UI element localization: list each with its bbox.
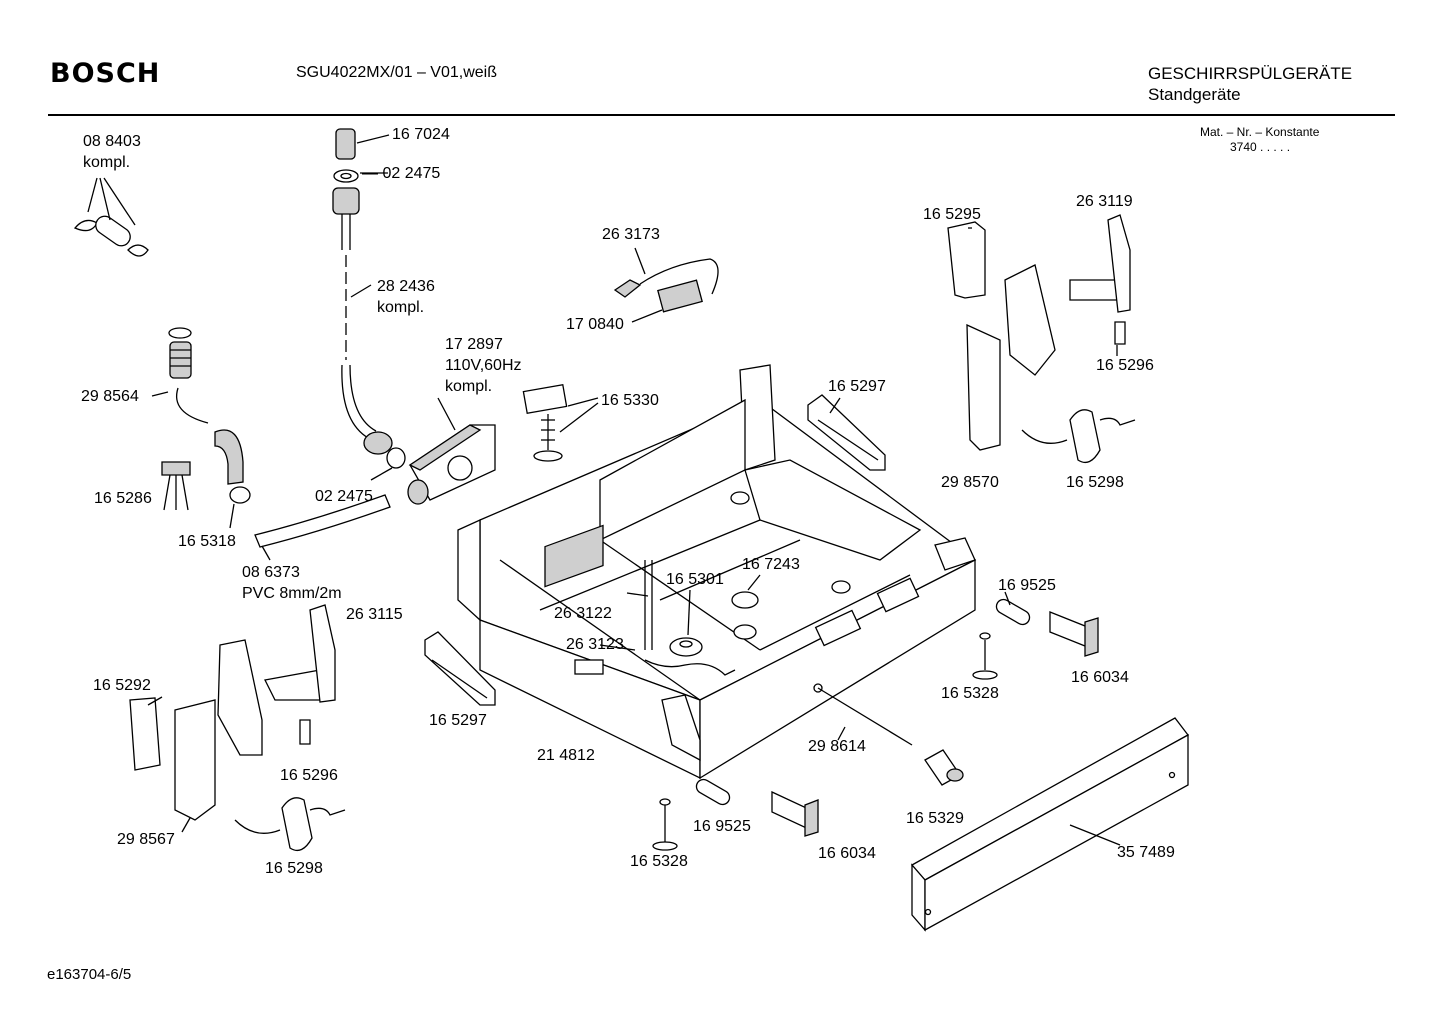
label-298570: 29 8570: [941, 474, 999, 491]
left-bracket-drawing: [129, 604, 346, 852]
label-172897-spec: 110V,60Hz: [445, 357, 522, 374]
label-298567: 29 8567: [117, 831, 175, 848]
inlet-valve-drawing: [407, 397, 496, 505]
label-214812: 21 4812: [537, 747, 595, 764]
header-divider: [48, 114, 1395, 116]
label-165328-bot: 16 5328: [630, 853, 688, 870]
label-088403-note: kompl.: [83, 154, 130, 171]
slide-rail-bottom-drawing: [771, 790, 819, 837]
label-263119: 26 3119: [1076, 193, 1133, 210]
bosch-logo: BOSCH: [50, 58, 161, 89]
label-165292: 16 5292: [93, 677, 151, 694]
label-263122: 26 3122: [554, 605, 612, 622]
label-165318: 16 5318: [178, 533, 236, 550]
label-167243: 16 7243: [742, 556, 800, 573]
leader-263123: [599, 644, 636, 651]
foot-screw-right-drawing: [972, 591, 1031, 680]
label-165286: 16 5286: [94, 490, 152, 507]
label-282436: 28 2436: [377, 278, 435, 295]
label-165329: 16 5329: [906, 810, 964, 827]
label-169525-bot: 16 9525: [693, 818, 751, 835]
label-165297-bot: 16 5297: [429, 712, 487, 729]
kickplate-drawing: [910, 717, 1189, 932]
right-bracket-drawing: [947, 214, 1136, 464]
label-282436-note: kompl.: [377, 299, 424, 316]
label-170840: 17 0840: [566, 316, 624, 333]
material-constant-value: 3740 . . . . .: [1230, 140, 1291, 154]
label-263123: 26 3123: [566, 636, 624, 653]
label-169525-right: 16 9525: [998, 577, 1056, 594]
label-165298-top: 16 5298: [1066, 474, 1124, 491]
rod-foot-drawing: [817, 687, 964, 786]
label-263115: 26 3115: [346, 606, 403, 623]
inlet-hose-drawing: [332, 128, 406, 481]
label-166034-bot: 16 6034: [818, 845, 876, 862]
label-165296-top: 16 5296: [1096, 357, 1154, 374]
label-165301: 16 5301: [666, 571, 724, 588]
label-167024: 16 7024: [392, 126, 450, 143]
slide-rail-right-drawing: [1049, 611, 1099, 657]
leader-263122: [626, 592, 649, 597]
hose-clamp-set-drawing: [73, 177, 149, 257]
material-constant: Mat. – Nr. – Konstante 3740 . . . . .: [1200, 125, 1319, 155]
label-165295: 16 5295: [923, 206, 981, 223]
material-constant-title: Mat. – Nr. – Konstante: [1200, 125, 1320, 139]
drain-hose-drawing: [151, 327, 391, 561]
model-number: SGU4022MX/01 – V01,weiß: [296, 64, 497, 81]
category-subtitle: Standgeräte: [1148, 85, 1241, 104]
spring-top-drawing: [807, 394, 886, 471]
part-labels: 08 8403 kompl. 16 7024 — 02 2475 28 2436…: [81, 126, 1175, 877]
cable-harness-drawing: [613, 247, 719, 323]
base-tub-drawing: [457, 364, 977, 780]
label-086373: 08 6373: [242, 564, 300, 581]
kickplate-leader: [1069, 824, 1121, 846]
label-298564: 29 8564: [81, 388, 139, 405]
hose-holder-drawing: [161, 461, 191, 511]
label-086373-spec: PVC 8mm/2m: [242, 585, 342, 602]
label-172897-note: kompl.: [445, 378, 492, 395]
label-022475-top: — 02 2475: [362, 165, 440, 182]
label-165296-bot: 16 5296: [280, 767, 338, 784]
label-165297-top: 16 5297: [828, 378, 886, 395]
label-088403: 08 8403: [83, 133, 141, 150]
category-block: GESCHIRRSPÜLGERÄTE Standgeräte: [1148, 63, 1352, 105]
category-title: GESCHIRRSPÜLGERÄTE: [1148, 64, 1353, 83]
leader-167243: [747, 574, 761, 591]
foot-bracket-drawing: [522, 383, 599, 462]
label-263173: 26 3173: [602, 226, 660, 243]
label-165328-right: 16 5328: [941, 685, 999, 702]
label-298614: 29 8614: [808, 738, 866, 755]
foot-screw-bottom-drawing: [652, 778, 731, 851]
spring-bottom-drawing: [424, 631, 496, 706]
label-166034-right: 16 6034: [1071, 669, 1129, 686]
label-022475-mid: 02 2475: [315, 488, 373, 505]
label-357489: 35 7489: [1117, 844, 1175, 861]
label-172897: 17 2897: [445, 336, 503, 353]
drawing-code: e163704-6/5: [47, 966, 132, 983]
leader-165301: [687, 589, 691, 636]
label-165298-bot: 16 5298: [265, 860, 323, 877]
label-165330: 16 5330: [601, 392, 659, 409]
